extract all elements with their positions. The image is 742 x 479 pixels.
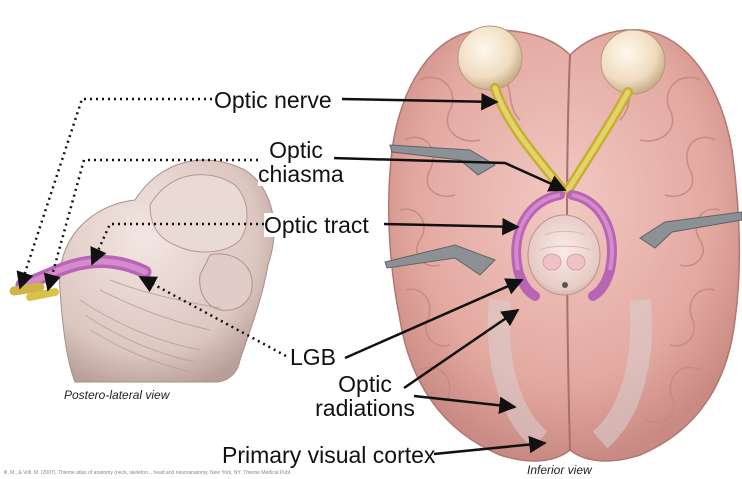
- label-optic-radiations-line2: radiations: [315, 395, 415, 422]
- label-optic-nerve: Optic nerve: [214, 87, 332, 113]
- retractor-upper-left: [389, 144, 496, 176]
- lgb-leader-right: [344, 278, 524, 360]
- label-optic-chiasma-line1: Optic: [269, 137, 323, 163]
- right-eyeball: [600, 29, 666, 95]
- left-eyeball: [457, 25, 523, 91]
- citation-text: ill, M., & Voll, M. (2007). Thieme atlas…: [4, 470, 292, 476]
- caption-postero-lateral-view: Postero-lateral view: [64, 388, 170, 402]
- label-optic-tract: Optic tract: [264, 212, 369, 238]
- optic-radiations-leader-upper: [403, 308, 520, 390]
- label-optic-chiasma: Optic chiasma: [258, 137, 344, 188]
- optic-nerve-side-stub: [9, 282, 45, 296]
- label-optic-chiasma-line2: chiasma: [258, 161, 344, 188]
- optic-radiations-leader-lower: [413, 394, 517, 414]
- optic-chiasma-leader-right: [331, 156, 567, 192]
- optic-nerve-leader-right: [341, 92, 499, 111]
- retractor-lower-left: [384, 244, 496, 276]
- optic-chiasma-leader-left: [43, 158, 258, 292]
- label-lgb: LGB: [290, 344, 337, 370]
- retractor-right: [639, 211, 742, 249]
- primary-visual-cortex-leader: [433, 435, 547, 456]
- optic-tract-leader-right: [383, 217, 520, 236]
- label-primary-visual-cortex: Primary visual cortex: [222, 442, 436, 468]
- optic-nerve-leader-left: [16, 97, 212, 290]
- postero-lateral-brainstem: [59, 159, 275, 383]
- label-optic-radiations: Optic radiations: [312, 372, 418, 420]
- lgb-leader-left: [138, 275, 287, 358]
- label-optic-radiations-line1: Optic: [338, 371, 392, 397]
- caption-inferior-view: Inferior view: [527, 463, 592, 477]
